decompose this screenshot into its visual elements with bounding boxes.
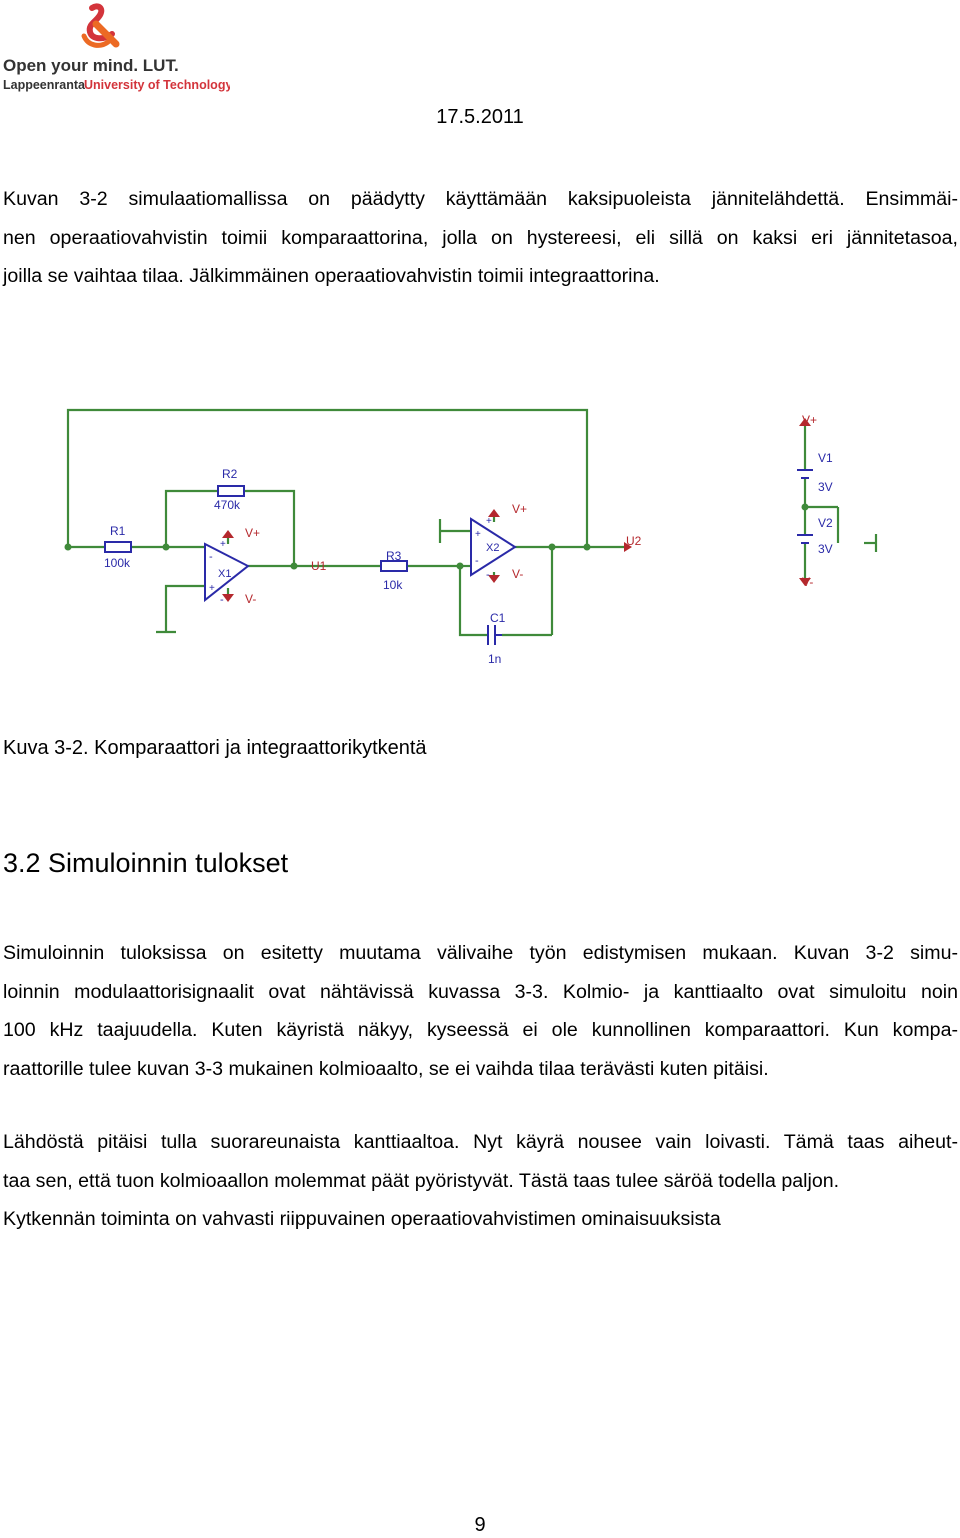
logo-university-a: Lappeenranta [3,78,86,92]
x1-neg-sign: - [220,594,224,606]
logo-tagline: Open your mind. LUT. [3,56,179,75]
circuit-components [104,469,813,645]
paragraph-analysis: Lähdöstä pitäisi tulla suorareunaista ka… [3,1123,958,1239]
paragraph-line: Kytkennän toiminta on vahvasti riippuvai… [3,1208,721,1230]
voltage-source-v2 [797,534,813,544]
c1-name: C1 [490,611,506,625]
arrow-down-icon [799,578,811,586]
r3-name: R3 [386,549,402,563]
page-number: 9 [474,1514,486,1536]
x1-inv-sign: - [209,551,213,563]
x2-vplus-label: V+ [512,502,527,516]
supply-arrows [222,418,811,602]
r2-name: R2 [222,467,238,481]
r3-value: 10k [383,578,403,592]
x1-noninv-sign: + [209,583,215,594]
v1-name: V1 [818,451,833,465]
net-u1-label: U1 [311,559,327,573]
x1-minus: + [220,539,226,550]
opamp-x1 [204,542,250,603]
paragraph-results: Simuloinnin tuloksissa on esitetty muuta… [3,934,958,1088]
logo-university-b: University of Technology [84,78,230,92]
paragraph-line: Simuloinnin tuloksissa on esitetty muuta… [3,942,958,964]
x2-name: X2 [486,542,499,554]
header-date: 17.5.2011 [436,106,524,128]
arrow-up-icon [222,530,234,538]
x1-vminus-label: V- [245,592,256,606]
opamp-x2 [470,517,517,577]
lut-logo: Open your mind. LUT. Lappeenranta Univer… [3,3,230,92]
circuit-schematic: R1 100k R2 470k R3 10k C1 1n V1 3V V2 3V… [64,408,878,666]
net-u2-label: U2 [626,534,642,548]
x2-inv-sign: - [475,555,479,567]
paragraph-line: nen operaatiovahvistin toimii komparaatt… [3,226,958,249]
arrow-down-icon [222,594,234,602]
source-vminus-label: V- [802,575,813,589]
paragraph-line: 100 kHz taajuudella. Kuten käyristä näky… [3,1019,958,1041]
resistor-r1 [104,541,132,553]
arrow-up-icon [488,509,500,517]
capacitor-c1 [487,625,502,645]
paragraph-line: Lähdöstä pitäisi tulla suorareunaista ka… [3,1131,958,1153]
source-vplus-label: V+ [802,413,817,427]
circuit-wires [66,408,878,637]
figure-caption: Kuva 3-2. Komparaattori ja integraattori… [3,737,427,759]
arrow-up-icon [799,418,811,426]
paragraph-line: raattorille tulee kuvan 3-3 mukainen kol… [3,1057,769,1080]
paragraph-intro: Kuvan 3-2 simulaatiomallissa on päädytty… [3,180,958,296]
voltage-source-v1 [797,469,813,479]
r2-value: 470k [214,498,241,512]
x1-vplus-label: V+ [245,526,260,540]
v1-value: 3V [818,480,833,494]
x1-name: X1 [218,568,231,580]
paragraph-line: taa sen, että tuon kolmioaallon molemmat… [3,1169,840,1192]
x2-pos-sign: + [486,516,492,527]
paragraph-line: loinnin modulaattorisignaalit ovat nähtä… [3,980,958,1003]
arrow-down-icon [488,575,500,583]
paragraph-line: joilla se vaihtaa tilaa. Jälkimmäinen op… [3,265,660,287]
x2-vminus-label: V- [512,567,523,581]
r1-value: 100k [104,556,131,570]
arrow-right-icon [624,542,632,552]
x2-noninv-sign: + [475,529,481,540]
r1-name: R1 [110,524,126,538]
c1-value: 1n [488,652,501,666]
resistor-r3 [380,560,408,572]
section-heading: 3.2 Simuloinnin tulokset [3,848,289,878]
paragraph-line: Kuvan 3-2 simulaatiomallissa on päädytty… [3,188,958,210]
resistor-r2 [217,485,245,497]
circuit-junctions [64,503,809,570]
v2-name: V2 [818,516,833,530]
x2-neg-sign: - [486,569,490,581]
logo-mark-icon [81,3,120,48]
v2-value: 3V [818,542,833,556]
